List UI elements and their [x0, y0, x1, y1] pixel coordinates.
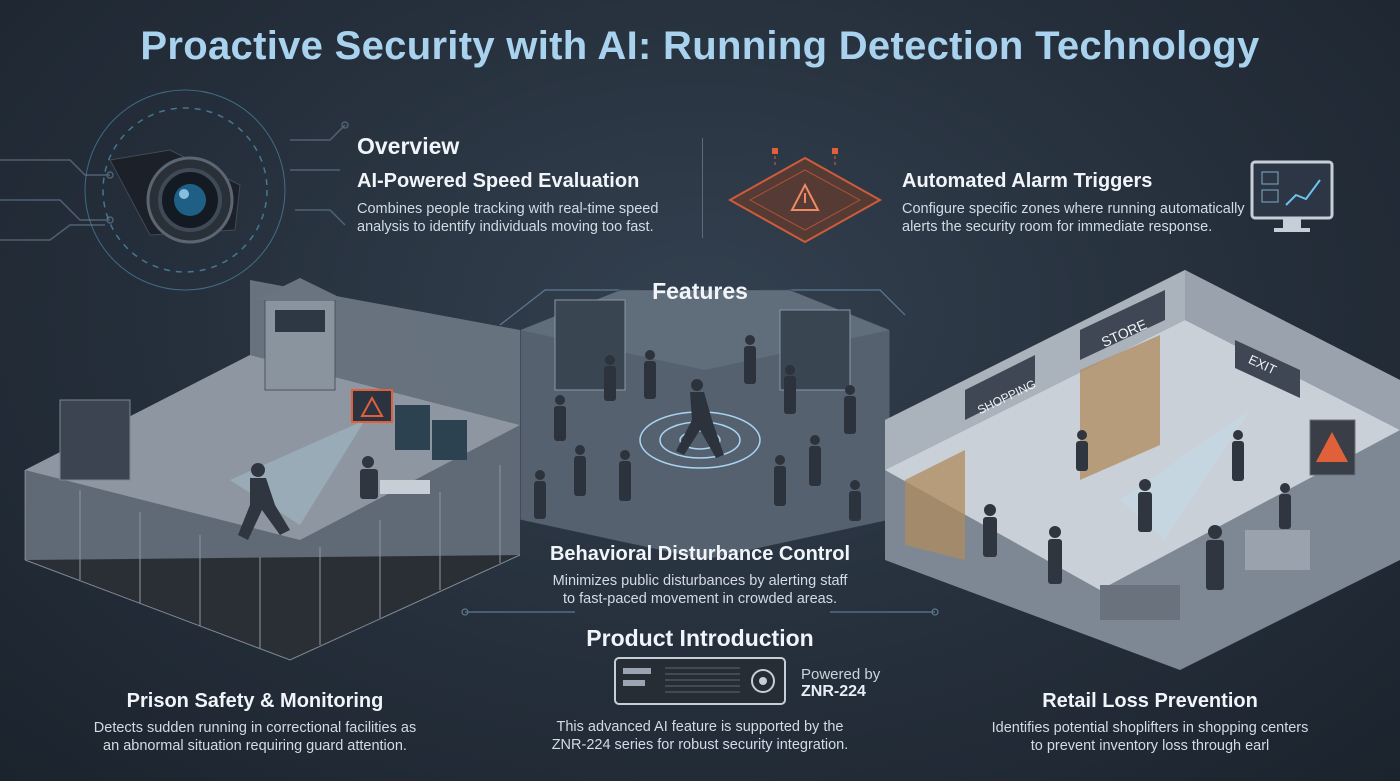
prison-block: Prison Safety & Monitoring Detects sudde… [55, 690, 455, 755]
nvr-device-icon [614, 657, 786, 705]
alarm-zone-icon [727, 148, 883, 244]
overview-heading: Overview [357, 133, 460, 159]
retail-scene [885, 270, 1400, 670]
model-name: ZNR-224 [801, 683, 866, 700]
retail-block: Retail Loss Prevention Identifies potent… [950, 690, 1350, 755]
page-title: Proactive Security with AI: Running Dete… [140, 24, 1260, 68]
product-heading: Product Introduction [586, 625, 814, 651]
behavioral-block: Behavioral Disturbance Control Minimizes… [500, 543, 900, 608]
monitor-icon [1250, 160, 1334, 232]
alarm-triggers-title: Automated Alarm Triggers [902, 170, 1153, 192]
speed-evaluation-desc: Combines people tracking with real-time … [357, 201, 659, 235]
overview-divider [702, 138, 703, 238]
plaza-scene [519, 289, 891, 561]
retail-title: Retail Loss Prevention [1042, 690, 1258, 712]
prison-title: Prison Safety & Monitoring [126, 690, 384, 712]
camera-icon [84, 89, 286, 291]
speed-evaluation-title: AI-Powered Speed Evaluation [357, 170, 640, 192]
powered-by-label: Powered by ZNR-224 [801, 666, 881, 700]
alarm-triggers-block: Automated Alarm Triggers Configure speci… [902, 170, 1245, 236]
speed-evaluation-block: AI-Powered Speed Evaluation Combines peo… [357, 170, 658, 236]
prison-scene [24, 278, 521, 661]
retail-desc: Identifies potential shoplifters in shop… [991, 720, 1309, 754]
behavioral-desc: Minimizes public disturbances by alertin… [552, 573, 848, 607]
behavioral-title: Behavioral Disturbance Control [549, 543, 851, 565]
prison-desc: Detects sudden running in correctional f… [93, 720, 417, 754]
product-desc: This advanced AI feature is supported by… [551, 719, 849, 753]
features-heading: Features [652, 278, 748, 304]
alarm-triggers-desc: Configure specific zones where running a… [902, 201, 1245, 235]
